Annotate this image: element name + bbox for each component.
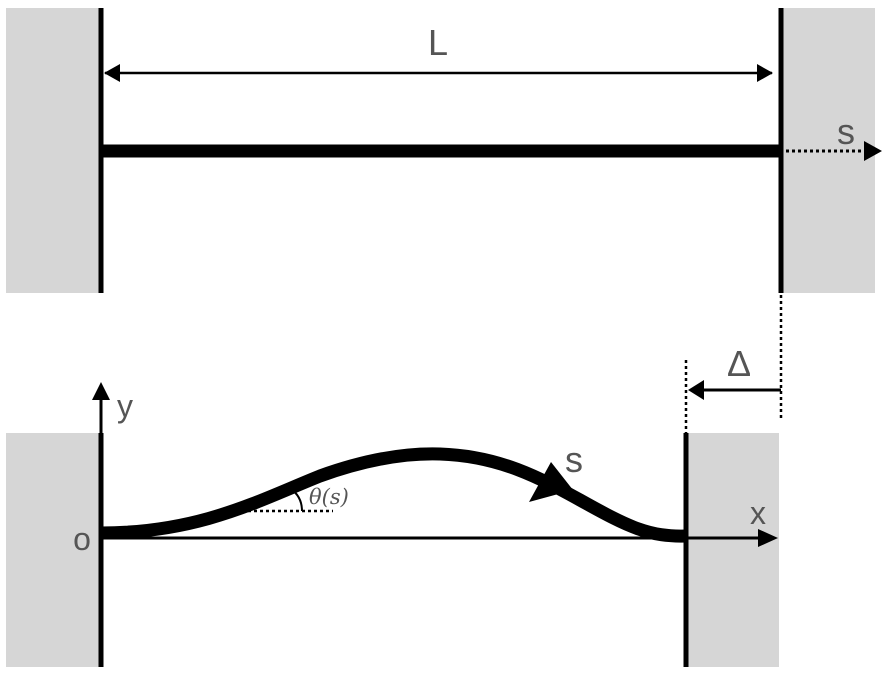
x-axis-label: x <box>750 495 766 531</box>
origin-label: o <box>73 521 91 557</box>
length-label: L <box>428 22 448 63</box>
beam-arc-label: s <box>565 439 583 480</box>
angle-arrowhead-icon <box>283 483 294 494</box>
top-arc-label: s <box>837 111 855 152</box>
bottom-right-wall <box>686 433 779 667</box>
top-left-wall <box>6 8 101 293</box>
displacement-arrowhead-icon <box>688 380 704 400</box>
x-axis-arrowhead-icon <box>758 529 778 547</box>
y-axis-label: y <box>117 388 133 424</box>
bottom-panel: Δ y x o s θ(s) <box>6 295 783 667</box>
length-arrowhead-left-icon <box>104 64 120 82</box>
beam-arc-arrowhead-icon <box>529 462 573 502</box>
top-arc-arrowhead-icon <box>864 141 882 161</box>
displacement-label: Δ <box>727 343 751 384</box>
length-arrowhead-right-icon <box>757 64 773 82</box>
top-panel: L s <box>6 8 882 293</box>
buckled-beam <box>100 447 687 543</box>
bottom-left-wall <box>6 433 101 667</box>
y-axis-arrowhead-icon <box>92 382 110 400</box>
angle-label: θ(s) <box>309 485 349 509</box>
